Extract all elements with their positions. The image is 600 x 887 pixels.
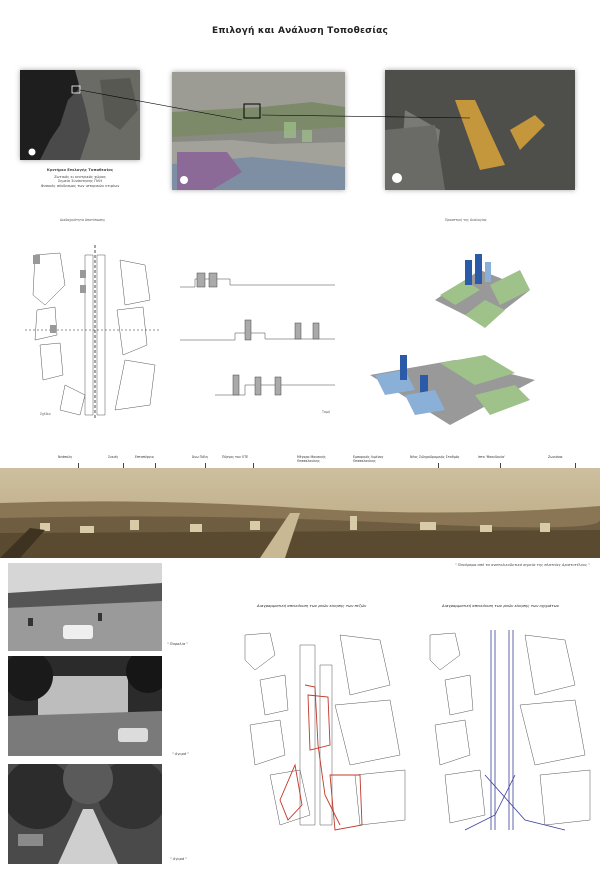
tree-alley-photo: [8, 764, 162, 864]
site-criteria-block: Κριτήριο Επιλογής Τοποθεσίας Ζωτικός κι …: [30, 167, 130, 188]
plan-label-left: Σχέδιο: [40, 412, 51, 416]
panorama-label-strip: Νεάπολη Συκιές Επταπύργιο Άνω Πόλη Πύργο…: [0, 455, 600, 475]
vehicle-flow-map: [429, 630, 591, 831]
site-criteria-line: Ζωτικός κι κεντρικός χώρος: [54, 174, 106, 179]
aerial-map-city: [172, 72, 345, 190]
market-photo: [8, 656, 162, 756]
street-photo: [8, 563, 162, 651]
photo-caption: " Αγορά ": [172, 752, 190, 756]
axonometric-label: Προοπτική της Αναλογίας: [445, 218, 487, 222]
site-plan-drawing: [25, 245, 160, 420]
sections-label: Διαδοχικότητα Αποτύπωσης: [60, 218, 106, 222]
panorama-photo: [0, 468, 600, 558]
photo-caption: " Παραλία ": [167, 642, 189, 646]
landmark-label: Εμπορικός Λιμένας Θεσσαλονίκης: [353, 455, 384, 463]
city-map-graphic: [172, 72, 345, 190]
region-map-graphic: [20, 70, 140, 160]
panorama-graphic: [0, 468, 600, 558]
landmark-label: Ζωνιάνοι: [548, 455, 563, 459]
landmark-label: Συκιές: [108, 455, 119, 459]
plan-label-right: Τομή: [322, 410, 330, 414]
site-criteria-heading: Κριτήριο Επιλογής Τοποθεσίας: [46, 167, 114, 172]
aerial-map-site: [385, 70, 575, 190]
street-sections-drawing: [180, 272, 335, 396]
page-title: Επιλογή και Ανάλυση Τοποθεσίας: [212, 26, 388, 36]
street-photo-graphic: [8, 563, 162, 651]
landmark-label: Νεάπολη: [58, 455, 72, 459]
axonometric-view-upper: [435, 254, 530, 328]
photo-caption: " Αγορά ": [170, 857, 188, 861]
landmark-label: Νέος Σιδηροδρομικός Σταθμός: [410, 455, 460, 459]
site-map-graphic: [385, 70, 575, 190]
panorama-caption: " Πανόραμα από τα ανατολικοδυτικά σημεία…: [455, 563, 590, 567]
market-photo-graphic: [8, 656, 162, 756]
landmark-label: Πύργος του ΟΤΕ: [222, 455, 249, 459]
map-connector-lines: [79, 89, 471, 121]
vehicle-flow-heading: Διαγραμματική απεικόνιση των ροών κίνηση…: [442, 603, 560, 608]
pedestrian-flow-heading: Διαγραμματική απεικόνιση των ροών κίνηση…: [257, 603, 367, 608]
site-criteria-line: Σημείο Συνάντησης ΠΛΗ: [57, 179, 103, 184]
landmark-label: Ιπτο 'Μακεδονία': [478, 455, 505, 459]
landmark-label: Άνω Πόλη: [192, 455, 208, 459]
axonometric-view-lower: [370, 355, 535, 425]
site-criteria-line: Φυσικός σύνδεσμος των ιστορικών κτιρίων: [40, 183, 120, 188]
satellite-map-region: [20, 70, 140, 160]
landmark-label: Μέγαρο Μουσικής Θεσσαλονίκης: [297, 455, 326, 463]
pedestrian-flow-map: [244, 632, 406, 831]
alley-photo-graphic: [8, 764, 162, 864]
landmark-label: Επταπύργιο: [135, 455, 154, 459]
